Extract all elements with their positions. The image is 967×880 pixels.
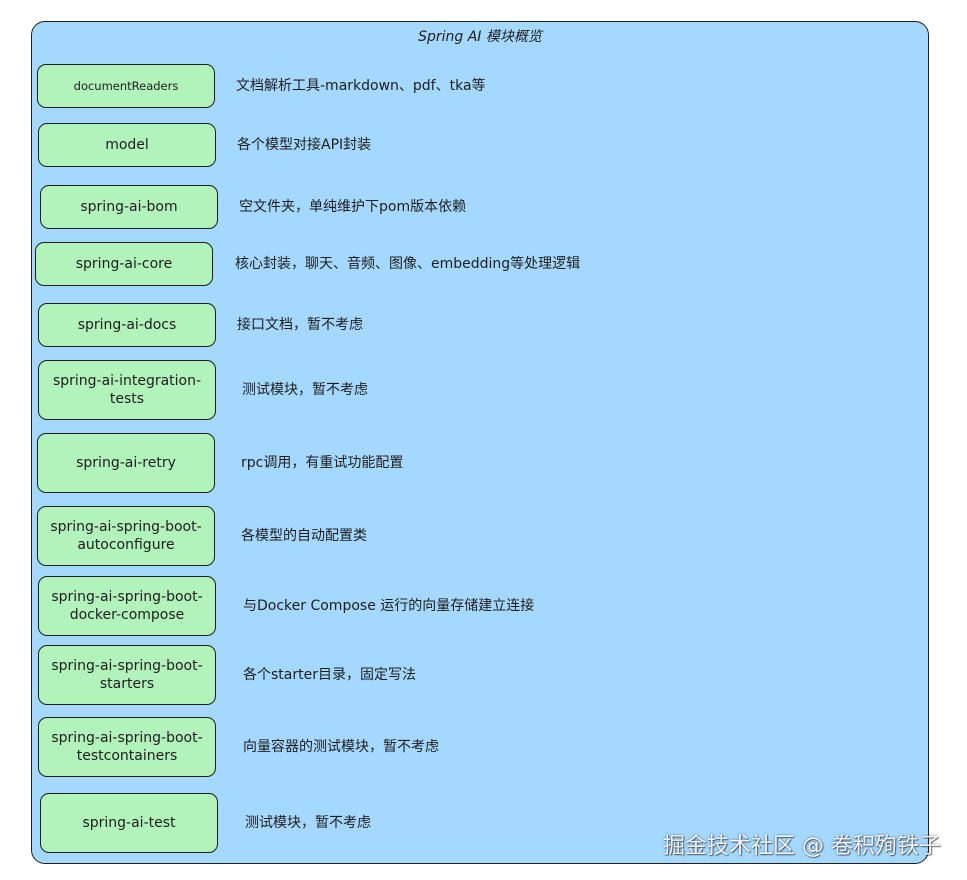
diagram-title: Spring AI 模块概览 [418, 29, 542, 45]
module-box: model [38, 123, 216, 167]
module-box: spring-ai-integration- tests [38, 360, 216, 420]
watermark: 掘金技术社区 @ 卷积殉铁子 [663, 834, 941, 859]
module-box: spring-ai-docs [38, 303, 216, 347]
module-description: 空文件夹，单纯维护下pom版本依赖 [239, 199, 467, 215]
module-description: 测试模块，暂不考虑 [245, 815, 371, 831]
module-box: spring-ai-spring-boot- docker-compose [38, 576, 216, 636]
module-description: 各模型的自动配置类 [241, 528, 367, 544]
module-description: 文档解析工具-markdown、pdf、tka等 [236, 78, 486, 94]
module-description: 测试模块，暂不考虑 [242, 382, 368, 398]
module-description: 接口文档，暂不考虑 [237, 317, 363, 333]
module-box: spring-ai-spring-boot- testcontainers [38, 717, 216, 777]
module-box: documentReaders [37, 64, 215, 108]
module-box: spring-ai-spring-boot- autoconfigure [37, 506, 215, 566]
module-description: 核心封装，聊天、音频、图像、embedding等处理逻辑 [235, 256, 581, 272]
module-description: 与Docker Compose 运行的向量存储建立连接 [243, 598, 535, 614]
module-box: spring-ai-bom [40, 185, 218, 229]
module-box: spring-ai-retry [37, 433, 215, 493]
module-description: 各个starter目录，固定写法 [243, 667, 416, 683]
module-description: 向量容器的测试模块，暂不考虑 [243, 739, 439, 755]
module-box: spring-ai-core [35, 242, 213, 286]
module-description: rpc调用，有重试功能配置 [241, 455, 404, 471]
module-description: 各个模型对接API封装 [237, 137, 372, 153]
module-box: spring-ai-spring-boot- starters [38, 645, 216, 705]
module-box: spring-ai-test [40, 793, 218, 853]
